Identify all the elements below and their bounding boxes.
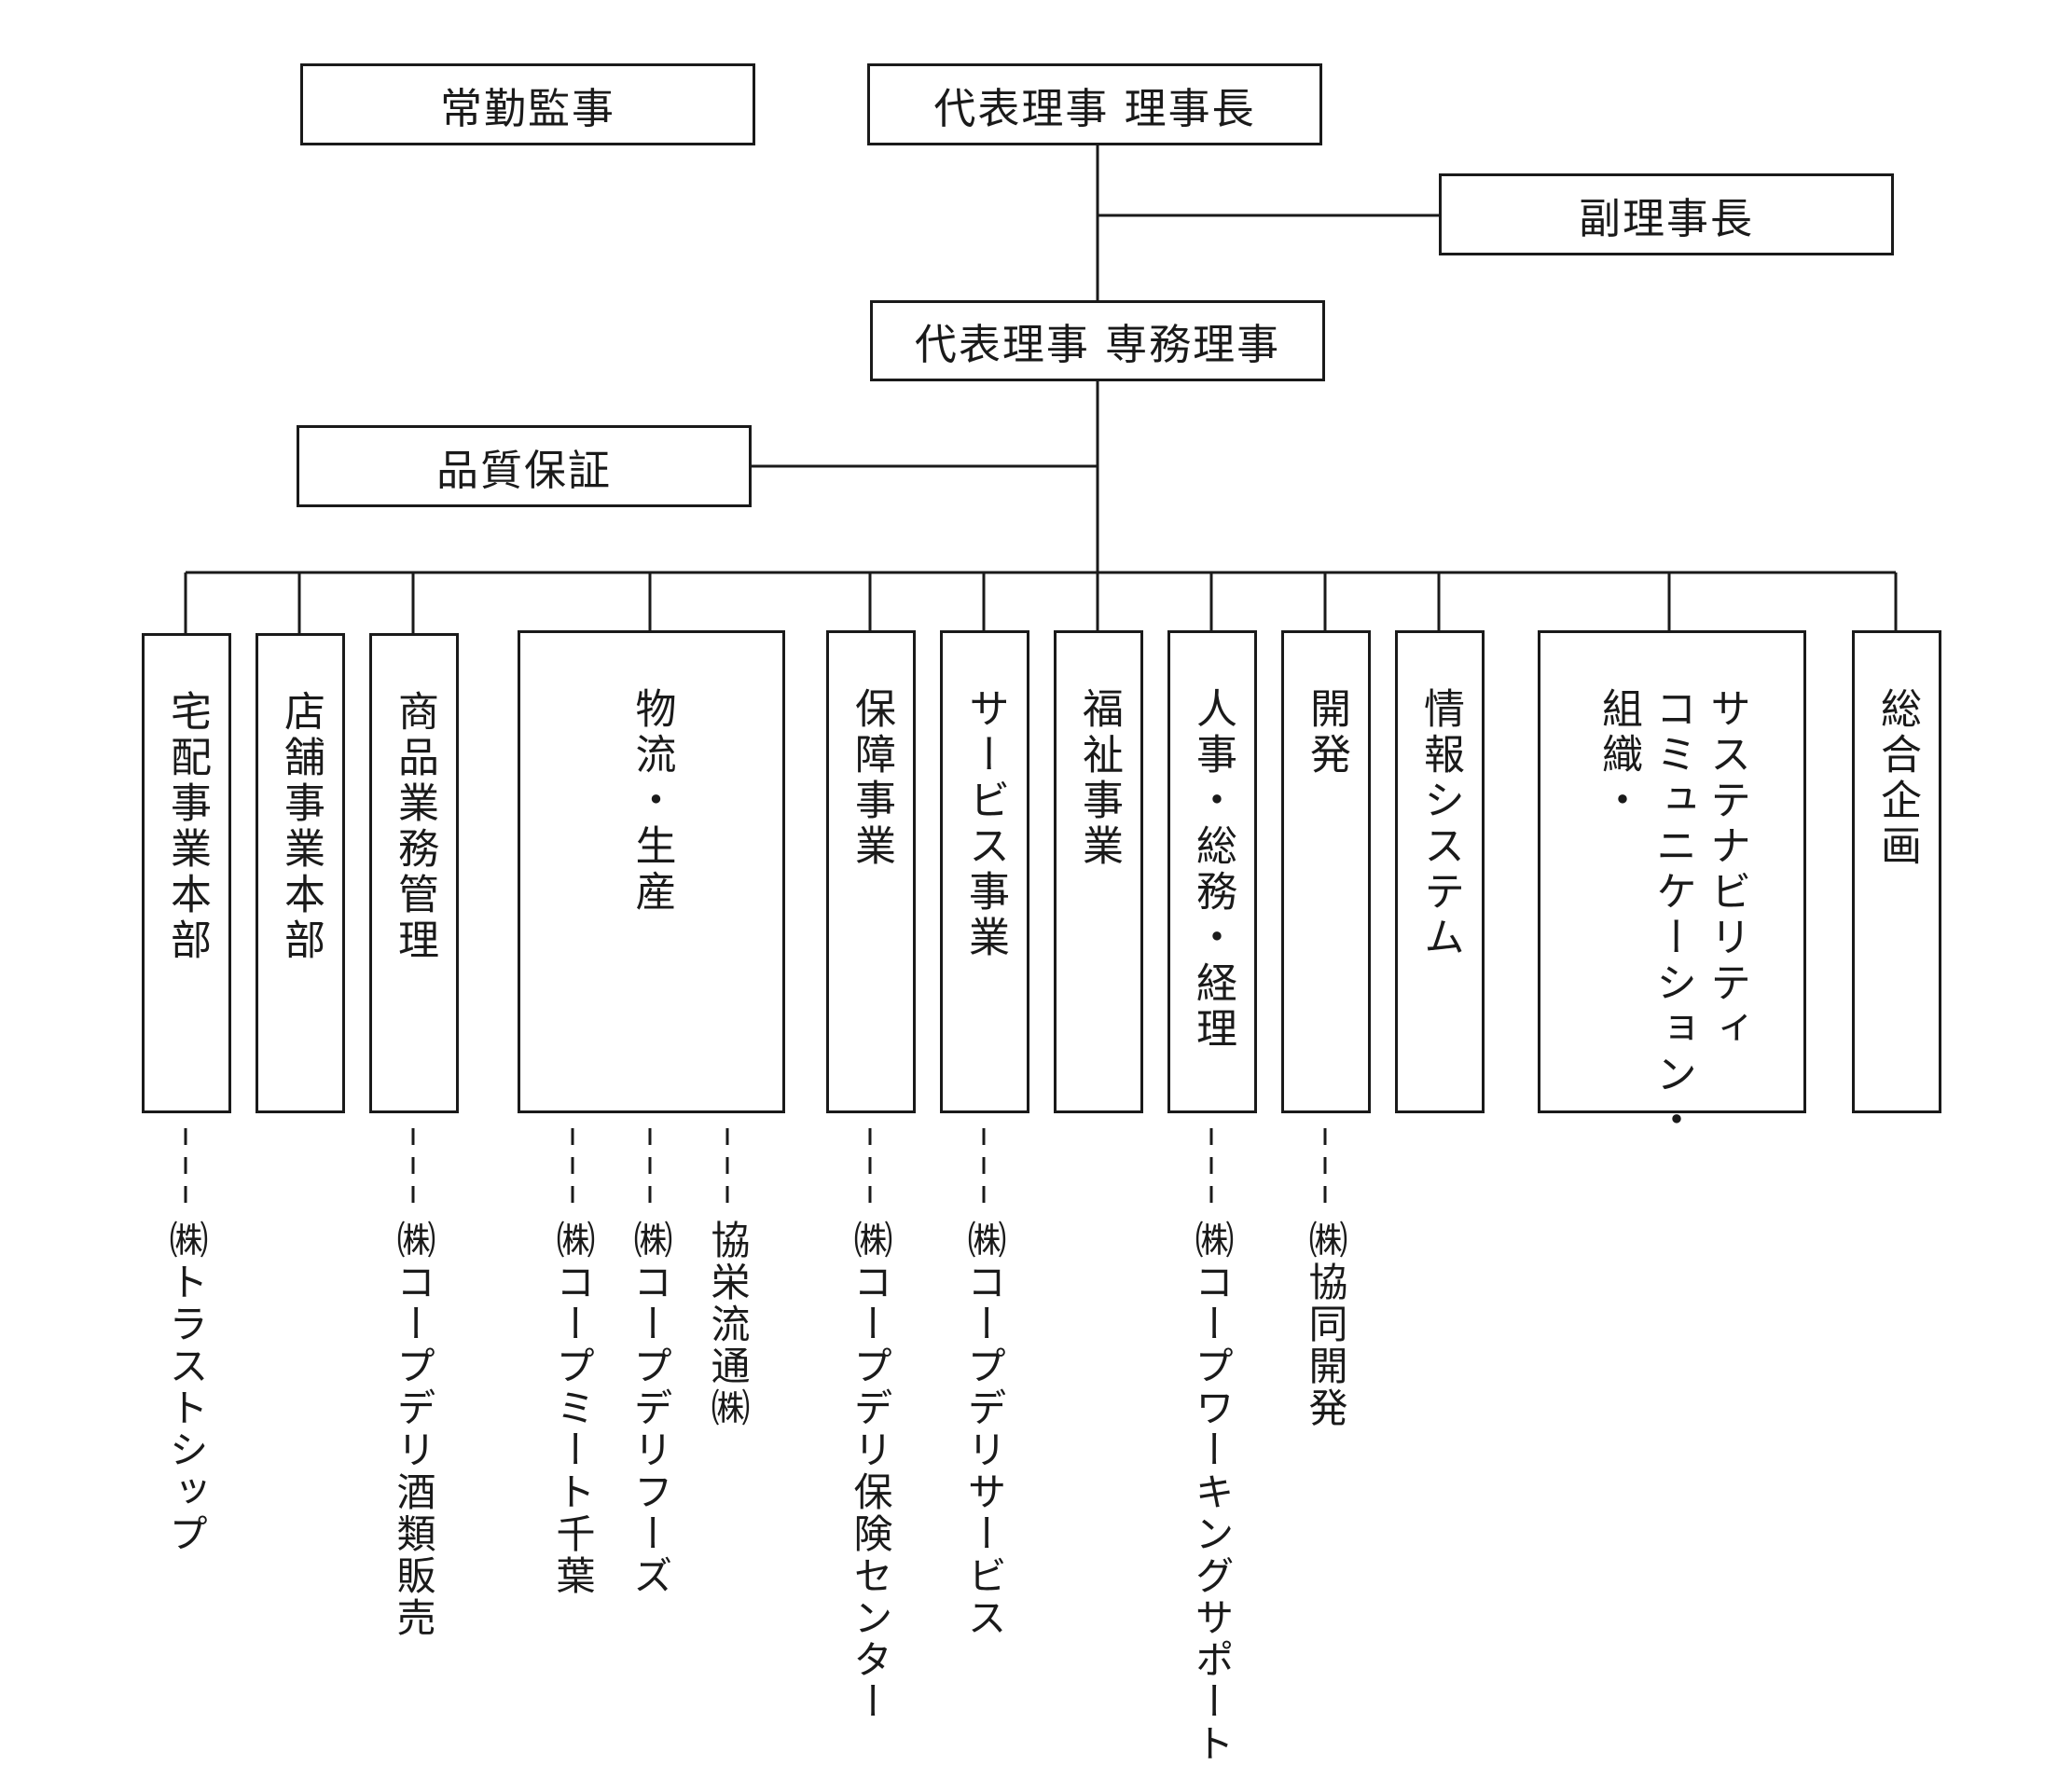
dept-tenpo-label: 店舗事業本部 <box>277 690 325 964</box>
dept-butsuryu: 物流・生産 <box>518 630 785 1113</box>
dept-hosho: 保障事業 <box>826 630 916 1113</box>
quality-assurance-label: 品質保証 <box>435 445 612 495</box>
subsidiary-kyodo-kaihatsu: ㈱協同開発 <box>1303 1220 1348 1429</box>
subsidiary-trustship: ㈱トラストシップ <box>163 1220 209 1555</box>
subsidiary-shurui: ㈱コープデリ酒類販売 <box>391 1220 436 1639</box>
subsidiary-meat-chiba: ㈱コープミート千葉 <box>550 1220 596 1597</box>
dept-soshiki: 組織・ コミュニケーション・ サステナビリティ <box>1538 630 1806 1144</box>
quality-assurance-box: 品質保証 <box>297 425 752 507</box>
vice-chairman-label: 副理事長 <box>1578 193 1754 243</box>
dept-jinji-label: 人事・総務・経理 <box>1189 687 1236 1053</box>
dept-butsuryu-label: 物流・生産 <box>628 687 676 916</box>
dept-service: サービス事業 <box>940 630 1029 1113</box>
dept-tenpo: 店舗事業本部 <box>256 633 345 1113</box>
dept-soshiki-label-line3: サステナビリティ <box>1703 687 1750 1053</box>
auditor-label: 常勤監事 <box>439 83 615 133</box>
dept-sogo-label: 総合企画 <box>1873 687 1921 870</box>
subsidiary-deli-service: ㈱コープデリサービス <box>961 1220 1007 1639</box>
subsidiary-foods: ㈱コープデリフーズ <box>628 1220 673 1597</box>
dept-shohin: 商品業務管理 <box>369 633 459 1113</box>
dept-kaihatsu-label: 開発 <box>1303 687 1350 779</box>
dept-sogo: 総合企画 <box>1852 630 1941 1113</box>
subsidiary-kyoei: 協栄流通㈱ <box>705 1220 751 1429</box>
dept-soshiki-label-line2: コミュニケーション・ <box>1649 687 1696 1144</box>
dept-fukushi-label: 福祉事業 <box>1075 687 1123 870</box>
managing-director-box: 代表理事 専務理事 <box>870 300 1325 381</box>
subsidiary-working-support: ㈱コープワーキングサポート <box>1189 1220 1235 1765</box>
auditor-box: 常勤監事 <box>300 63 755 145</box>
dept-hosho-label: 保障事業 <box>848 687 895 870</box>
chairman-label: 代表理事 理事長 <box>933 83 1256 133</box>
dept-takuhai: 宅配事業本部 <box>142 633 231 1113</box>
dept-takuhai-label: 宅配事業本部 <box>163 690 211 964</box>
dept-joho-label: 情報システム <box>1416 687 1464 961</box>
dept-kaihatsu: 開発 <box>1281 630 1371 1113</box>
vice-chairman-box: 副理事長 <box>1439 173 1894 255</box>
dept-fukushi: 福祉事業 <box>1054 630 1143 1113</box>
dept-soshiki-label-line1: 組織・ <box>1595 687 1642 824</box>
dept-service-label: サービス事業 <box>961 687 1009 961</box>
dept-joho: 情報システム <box>1395 630 1485 1113</box>
dept-jinji: 人事・総務・経理 <box>1167 630 1257 1113</box>
managing-director-label: 代表理事 専務理事 <box>914 320 1281 369</box>
subsidiary-hoken: ㈱コープデリ保険センター <box>848 1220 893 1723</box>
dept-shohin-label: 商品業務管理 <box>391 690 438 964</box>
chairman-box: 代表理事 理事長 <box>867 63 1322 145</box>
